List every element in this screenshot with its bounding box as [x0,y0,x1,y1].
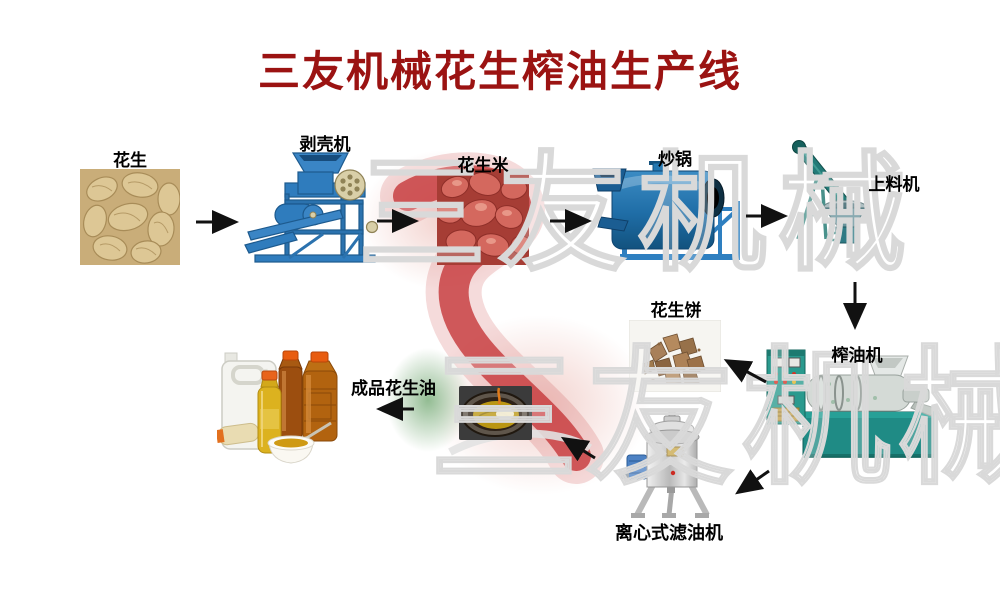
arrow-filter-to-oil-icon [560,436,596,462]
arrow-press-to-filter-icon [735,469,770,495]
label-roaster: 炒锅 [658,150,692,170]
label-feeder: 上料机 [868,175,920,195]
page-title: 三友机械花生榨油生产线 [257,47,742,96]
oil-bowl-photo [459,386,532,440]
label-finished-oil: 成品花生油 [351,379,436,399]
peanuts-photo [80,169,180,265]
label-filter: 离心式滤油机 [615,523,723,544]
roasting-drum-photo [592,161,742,265]
label-peanut: 花生 [113,151,147,171]
label-cake: 花生饼 [650,301,702,321]
screw-conveyor-photo [788,137,880,253]
arrow-press-to-cake-icon [723,359,767,384]
centrifugal-filter-photo [617,407,713,523]
label-kernels: 花生米 [457,156,509,176]
oil-bottles-photo [217,347,345,468]
label-sheller: 剥壳机 [299,135,351,155]
oil-press-photo [763,348,940,462]
peanut-kernels-photo [437,169,529,265]
label-press: 榨油机 [831,346,883,366]
shelling-machine-photo [243,150,380,266]
peanut-cake-photo [629,320,721,392]
